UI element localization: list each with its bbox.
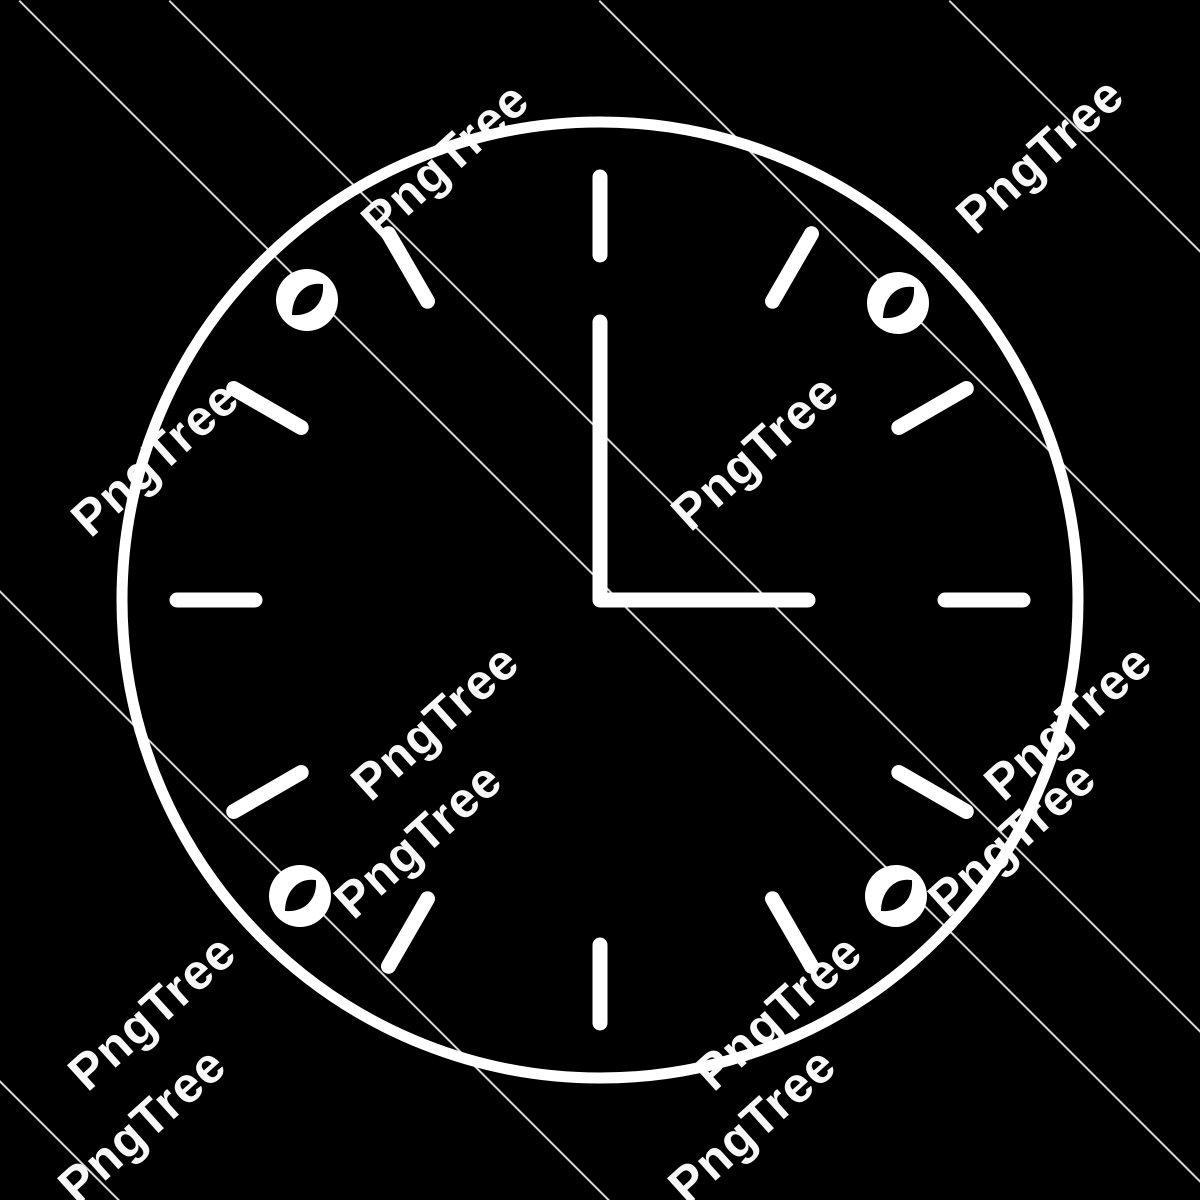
clock-tick-marks bbox=[169, 169, 1031, 1031]
tick-8 bbox=[226, 765, 309, 819]
tick-11 bbox=[381, 226, 435, 309]
tick-10 bbox=[226, 381, 309, 435]
clock-rim bbox=[116, 116, 1084, 1084]
tick-1 bbox=[765, 226, 819, 309]
clock-hands bbox=[592, 314, 816, 608]
tick-2 bbox=[891, 381, 974, 435]
tick-5 bbox=[765, 891, 819, 974]
tick-4 bbox=[891, 765, 974, 819]
tick-7 bbox=[381, 891, 435, 974]
